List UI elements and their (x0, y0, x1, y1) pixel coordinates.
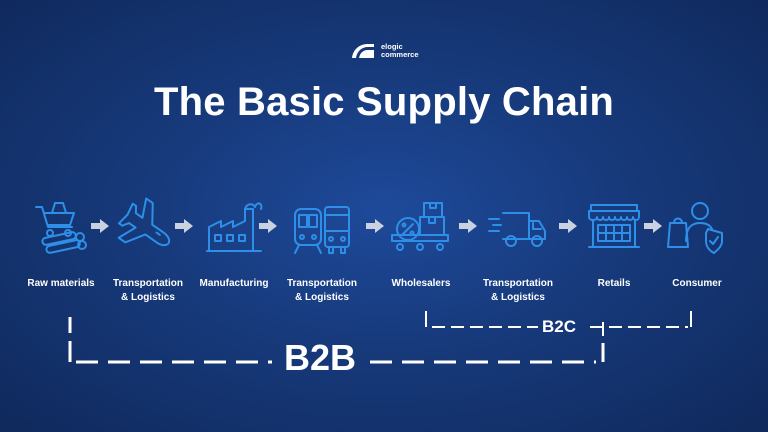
flow-arrow (459, 219, 477, 233)
step-manufacturing: Manufacturing (174, 197, 294, 291)
logo-line-2: commerce (381, 50, 419, 59)
b2b-label: B2B (284, 337, 357, 378)
step-label: Transportation & Logistics (112, 278, 183, 303)
logo-line-1: elogic (381, 42, 403, 51)
flow-arrow (175, 219, 193, 233)
delivery-truck-icon (488, 212, 546, 247)
brand-logo: elogic commerce (350, 43, 419, 59)
step-consumer: Consumer (637, 197, 757, 291)
b2c-label: B2C (542, 317, 577, 336)
warehouse-icon (391, 202, 449, 251)
flow-arrow (259, 219, 277, 233)
step-label: Transportation & Logistics (286, 278, 357, 303)
raw-materials-icon (35, 202, 87, 254)
step-transportation-air: Transportation & Logistics (88, 197, 208, 305)
flow-arrow (644, 219, 662, 233)
page-title: The Basic Supply Chain (153, 80, 615, 124)
step-transportation-ground: Transportation & Logistics (262, 197, 382, 305)
step-raw-materials: Raw materials (1, 197, 121, 291)
step-label: Transportation & Logistics (482, 278, 553, 303)
step-label: Wholesalers (391, 278, 451, 289)
flow-arrow (559, 219, 577, 233)
step-wholesalers: Wholesalers (361, 197, 481, 291)
step-label: Retails (597, 278, 631, 289)
step-label: Raw materials (27, 278, 95, 289)
flow-arrow (91, 219, 109, 233)
train-bus-icon (294, 206, 350, 254)
factory-icon (206, 202, 263, 252)
consumer-icon (667, 202, 723, 254)
step-transportation-delivery: Transportation & Logistics (458, 197, 578, 305)
airplane-icon (117, 197, 171, 247)
step-retails: Retails (554, 197, 674, 291)
step-label: Manufacturing (199, 278, 269, 289)
store-icon (588, 204, 640, 248)
flow-arrow (366, 219, 384, 233)
logo-mark-icon (352, 44, 374, 58)
logo-wordmark: elogic commerce (381, 43, 419, 59)
step-label: Consumer (672, 278, 722, 289)
